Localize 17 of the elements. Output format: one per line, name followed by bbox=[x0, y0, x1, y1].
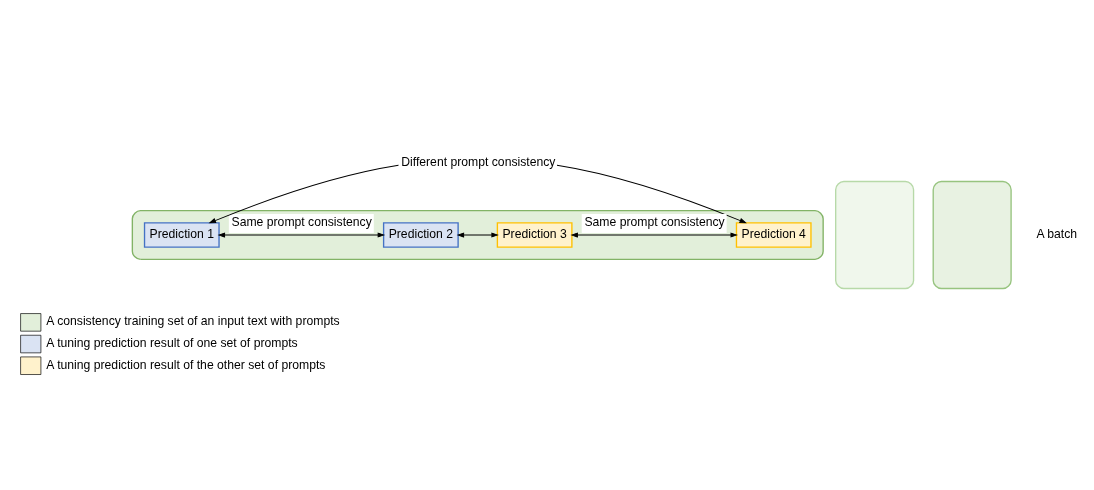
node-box: Prediction 3 bbox=[496, 221, 573, 248]
legend-label: A tuning prediction result of one set of prompts bbox=[46, 335, 298, 350]
node-box: Prediction 2 bbox=[382, 221, 459, 248]
node-box: Prediction 1 bbox=[143, 221, 220, 248]
arrow bbox=[456, 231, 499, 238]
arrow bbox=[570, 231, 738, 238]
legend-label: A consistency training set of an input text with prompts bbox=[46, 313, 340, 328]
node-box bbox=[932, 180, 1012, 289]
cluster bbox=[131, 209, 824, 260]
edge-label: Different prompt consistency bbox=[401, 154, 556, 169]
arrow bbox=[217, 231, 386, 238]
legend-label: A tuning prediction result of the other set of prompts bbox=[46, 357, 326, 372]
node-box: Prediction 4 bbox=[735, 221, 812, 248]
edge-label: Same prompt consistency bbox=[584, 214, 725, 229]
edge-label: Same prompt consistency bbox=[231, 214, 372, 229]
label: A batch bbox=[1036, 226, 1078, 241]
node-box bbox=[835, 180, 915, 289]
